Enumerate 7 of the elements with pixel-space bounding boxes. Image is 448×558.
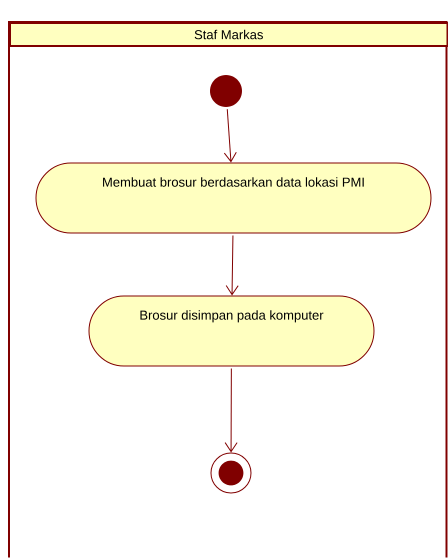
arrow [224,108,237,162]
end-node [210,452,252,494]
arrow [224,368,238,452]
start-node [210,75,242,107]
action-box: Brosur disimpan pada komputer [88,296,374,366]
action-box: Membuat brosur berdasarkan data lokasi PMI [36,162,432,234]
arrow [226,235,239,296]
